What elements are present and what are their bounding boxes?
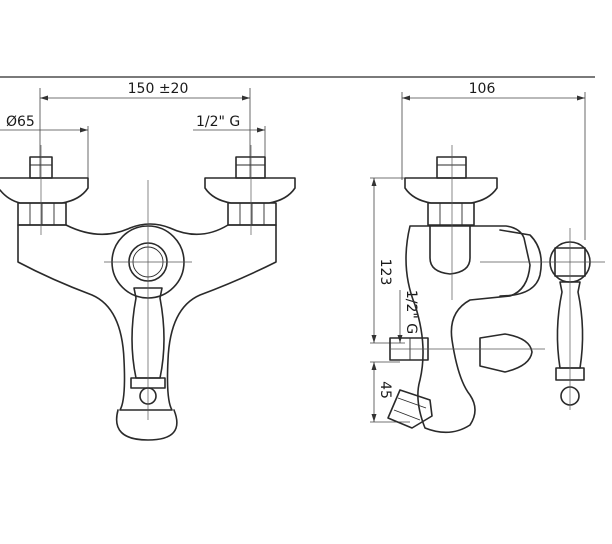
diameter-label: Ø65 [6,114,35,130]
spout-front [115,409,178,441]
spacing-dimension: 150 ±20 [39,81,251,178]
side-view: 106 123 1/2" G 45 [370,81,605,434]
diameter-dimension: Ø65 [0,114,89,178]
thread-front-dimension: 1/2" G [193,114,266,158]
side-body [405,225,531,434]
thread-side-label: 1/2" G [403,290,419,334]
depth-dimension: 106 [401,81,586,240]
diverter-knob [389,333,533,373]
thread-front-label: 1/2" G [196,114,240,130]
left-inlet [0,156,89,226]
spout-height-label: 45 [377,381,393,399]
spacing-label: 150 ±20 [128,81,189,97]
hose-outlet [387,389,433,429]
mixer-body [17,223,277,411]
height-dimension: 123 [370,177,405,344]
thread-side-dimension: 1/2" G [397,290,419,343]
depth-label: 106 [469,81,496,97]
side-inlet [404,156,498,226]
height-label: 123 [377,259,393,286]
front-view: 150 ±20 Ø65 1/2" G [0,81,296,441]
spout-height-dimension: 45 [370,361,410,423]
